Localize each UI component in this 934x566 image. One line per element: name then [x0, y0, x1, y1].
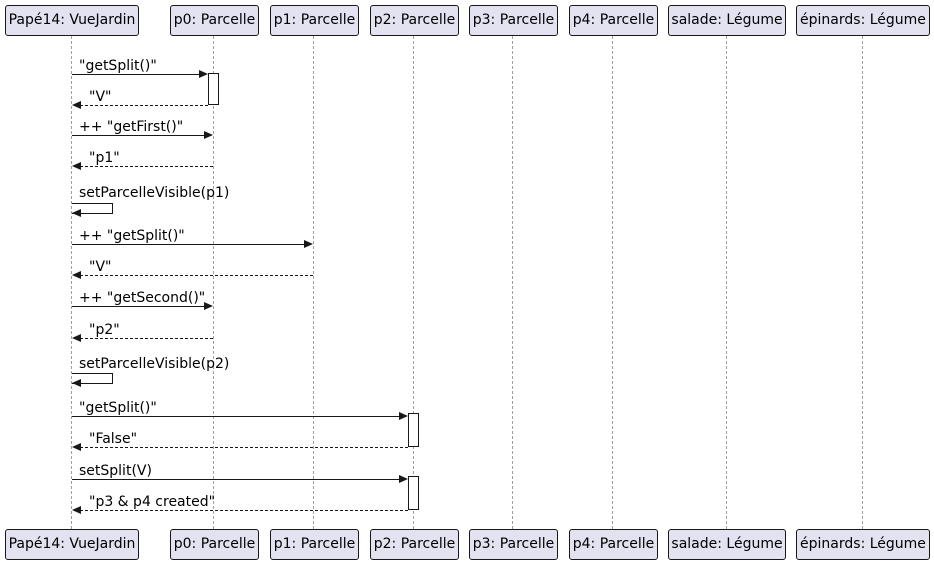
participant-bottom-p3: p3: Parcelle	[469, 529, 558, 560]
message-line-dashed	[80, 166, 213, 167]
message-line-dashed	[80, 338, 213, 339]
arrowhead-left-icon	[72, 209, 81, 217]
message-label: "getSplit()"	[79, 58, 157, 74]
message-line-solid	[72, 74, 202, 75]
lifeline-salade	[726, 36, 727, 529]
participant-bottom-p0: p0: Parcelle	[170, 529, 259, 560]
participant-top-salade: salade: Légume	[668, 5, 786, 36]
participant-bottom-p4: p4: Parcelle	[569, 529, 658, 560]
participant-top-pape14: Papé14: VueJardin	[5, 5, 139, 36]
lifeline-p2	[413, 36, 414, 529]
self-message-loop	[72, 373, 113, 384]
message-label: "V"	[89, 89, 112, 105]
message-label: setParcelleVisible(p1)	[79, 185, 230, 201]
lifeline-p1	[313, 36, 314, 529]
lifeline-p0	[213, 36, 214, 529]
activation-bar-p0	[208, 73, 219, 105]
self-message-loop	[72, 203, 113, 214]
message-line-solid	[72, 306, 206, 307]
message-label: setParcelleVisible(p2)	[79, 356, 230, 372]
arrowhead-left-icon	[72, 379, 81, 387]
message-label: ++ "getFirst()"	[79, 119, 184, 135]
message-label: "p3 & p4 created"	[89, 494, 216, 510]
message-label: "p2"	[89, 322, 120, 338]
arrowhead-right-icon	[399, 475, 408, 483]
arrowhead-right-icon	[304, 240, 313, 248]
message-label: "getSplit()"	[79, 400, 157, 416]
arrowhead-left-icon	[72, 101, 81, 109]
arrowhead-right-icon	[399, 412, 408, 420]
message-label: setSplit(V)	[79, 463, 152, 479]
arrowhead-left-icon	[72, 506, 81, 514]
message-label: ++ "getSecond()"	[79, 290, 206, 306]
message-label: "V"	[89, 259, 112, 275]
arrowhead-left-icon	[72, 271, 81, 279]
participant-top-epinards: épinards: Légume	[796, 5, 930, 36]
participant-top-p0: p0: Parcelle	[170, 5, 259, 36]
message-line-solid	[72, 416, 400, 417]
arrowhead-right-icon	[204, 302, 213, 310]
message-label: "False"	[89, 431, 138, 447]
arrowhead-left-icon	[72, 334, 81, 342]
participant-bottom-pape14: Papé14: VueJardin	[5, 529, 139, 560]
participant-top-p3: p3: Parcelle	[469, 5, 558, 36]
message-line-dashed	[80, 105, 208, 106]
message-line-solid	[72, 135, 206, 136]
activation-bar-p2	[408, 476, 419, 510]
lifeline-p4	[612, 36, 613, 529]
lifeline-p3	[512, 36, 513, 529]
message-line-solid	[72, 244, 306, 245]
activation-bar-p2	[408, 413, 419, 447]
message-label: ++ "getSplit()"	[79, 228, 185, 244]
participant-bottom-p1: p1: Parcelle	[270, 529, 359, 560]
lifeline-pape14	[71, 36, 72, 529]
message-line-dashed	[80, 510, 408, 511]
arrowhead-right-icon	[204, 131, 213, 139]
participant-bottom-salade: salade: Légume	[668, 529, 786, 560]
message-line-dashed	[80, 275, 313, 276]
arrowhead-left-icon	[72, 443, 81, 451]
participant-top-p2: p2: Parcelle	[370, 5, 459, 36]
participant-top-p4: p4: Parcelle	[569, 5, 658, 36]
participant-bottom-epinards: épinards: Légume	[796, 529, 930, 560]
message-line-solid	[72, 479, 400, 480]
arrowhead-right-icon	[199, 70, 208, 78]
arrowhead-left-icon	[72, 162, 81, 170]
message-label: "p1"	[89, 150, 120, 166]
participant-bottom-p2: p2: Parcelle	[370, 529, 459, 560]
participant-top-p1: p1: Parcelle	[270, 5, 359, 36]
message-line-dashed	[80, 447, 408, 448]
lifeline-epinards	[862, 36, 863, 529]
